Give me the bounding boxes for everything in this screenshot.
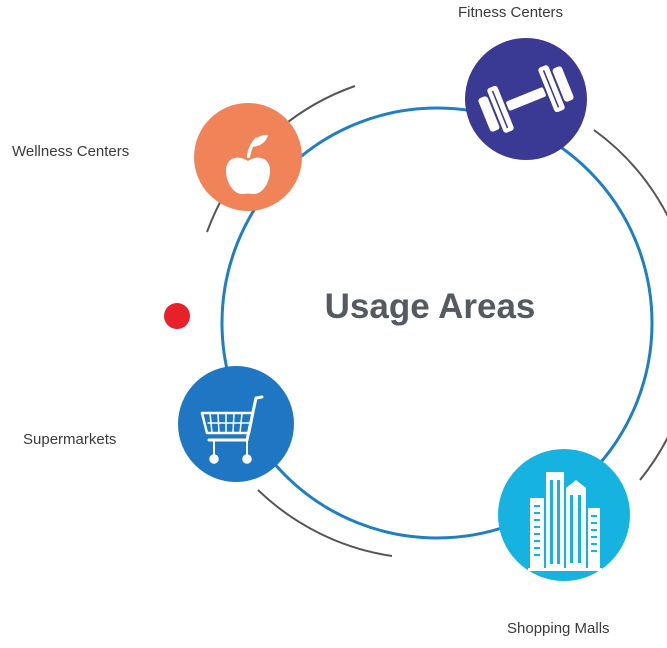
buildings-icon <box>528 472 602 571</box>
node-supermarkets <box>178 366 294 482</box>
outer-arc-bottom-left <box>257 489 393 557</box>
label-fitness-centers: Fitness Centers <box>458 4 564 21</box>
node-wellness <box>194 103 302 211</box>
outer-arc-right <box>593 129 667 481</box>
red-dot <box>164 303 190 329</box>
label-wellness-centers: Wellness Centers <box>12 143 130 160</box>
label-supermarkets: Supermarkets <box>23 431 117 448</box>
supermarkets-circle <box>178 366 294 482</box>
dumbbell-icon <box>478 65 574 133</box>
center-title: Usage Areas <box>324 287 536 326</box>
label-shopping-malls: Shopping Malls <box>507 620 610 637</box>
shopping-cart-icon <box>200 395 264 464</box>
node-shopping-malls <box>498 449 630 581</box>
main-ring <box>220 106 654 540</box>
apple-icon <box>225 134 271 195</box>
node-fitness <box>465 38 587 160</box>
